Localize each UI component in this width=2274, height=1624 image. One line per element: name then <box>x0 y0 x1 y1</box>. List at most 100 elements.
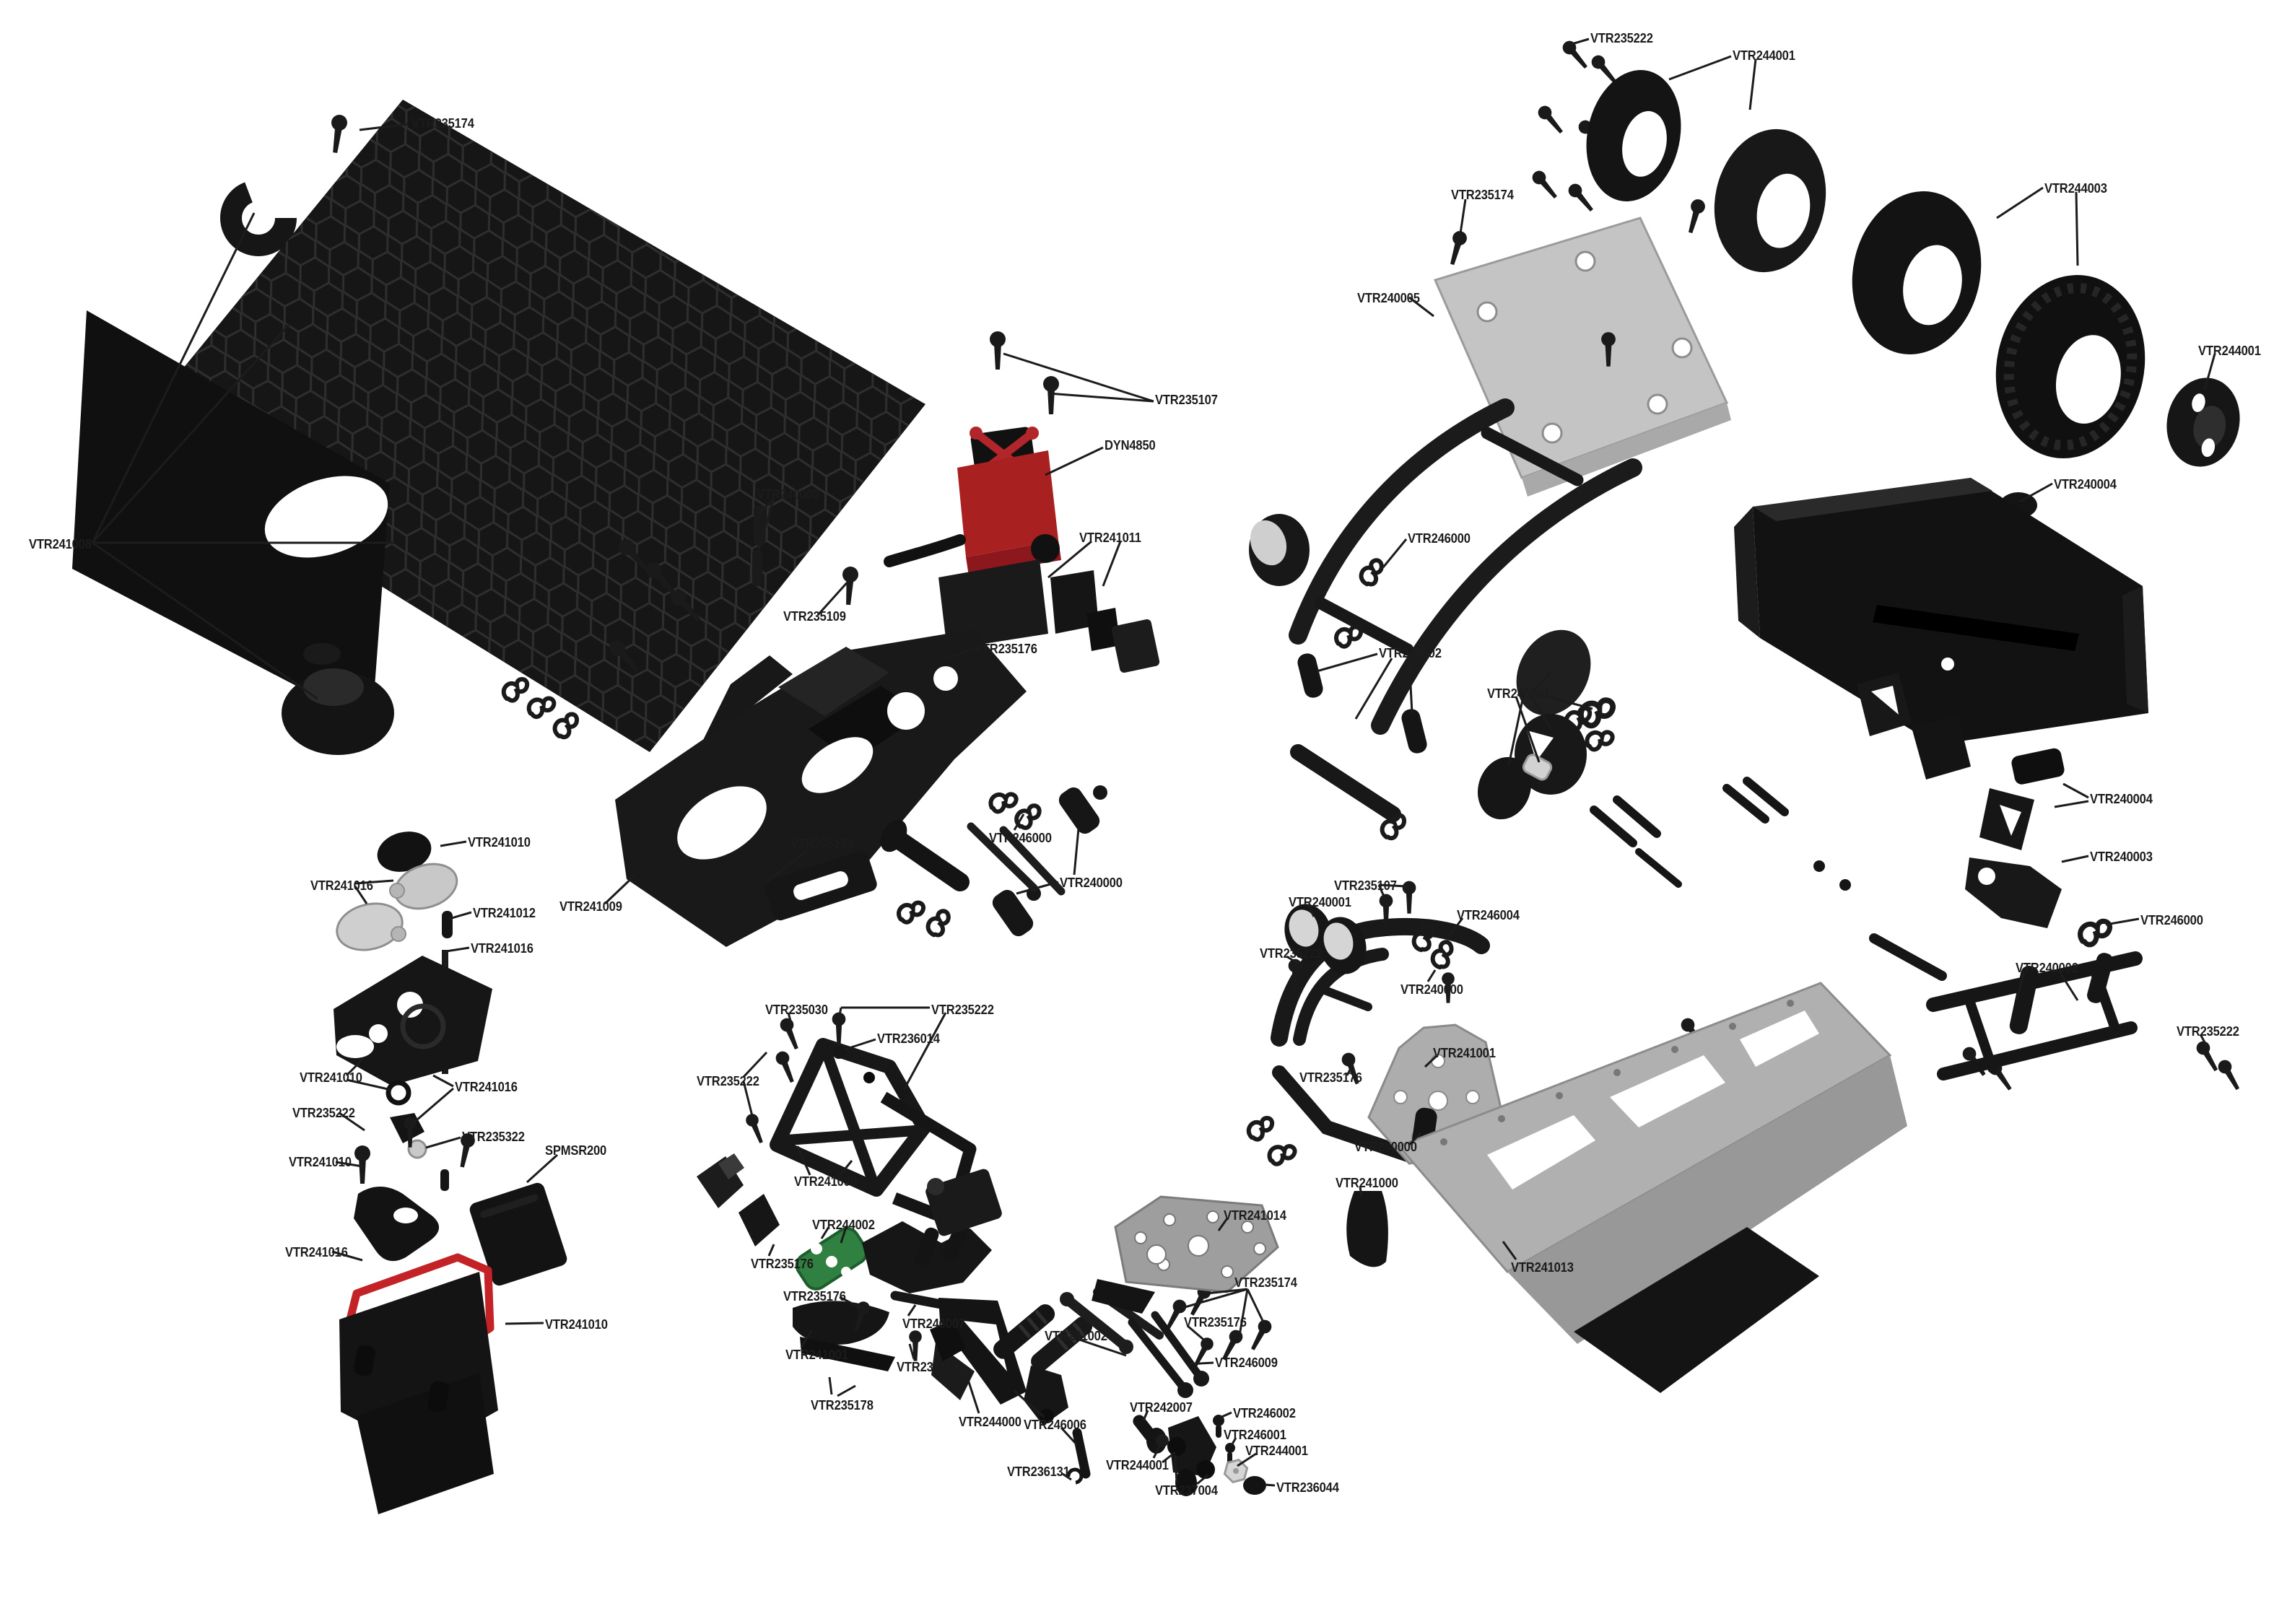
part-label-vtr235222: VTR235222 <box>697 1074 759 1088</box>
leader-line <box>962 1363 980 1414</box>
part-label-vtr241016: VTR241016 <box>455 1080 518 1094</box>
leader-line <box>339 1112 365 1132</box>
part-label-vtr240002: VTR240002 <box>1379 646 1442 660</box>
part-label-vtr246006: VTR246006 <box>1024 1418 1086 1432</box>
part-label-vtr236131: VTR236131 <box>1007 1464 1070 1479</box>
wheels-tires-group <box>1529 38 2240 518</box>
leader-line <box>828 1376 833 1395</box>
part-label-vtr246009: VTR246009 <box>1215 1355 1278 1370</box>
part-label-vtr241010: VTR241010 <box>468 835 531 850</box>
part-label-vtr235113: VTR235113 <box>897 1360 959 1374</box>
part-label-spmsr200: SPMSR200 <box>545 1143 607 1158</box>
part-label-vtr235107: VTR235107 <box>1334 878 1397 893</box>
part-label-vtr244003: VTR244003 <box>2044 181 2107 196</box>
antenna-paddles <box>336 863 458 951</box>
leader-line <box>837 1160 853 1177</box>
part-label-vtr235222: VTR235222 <box>2177 1024 2239 1039</box>
leader-line <box>425 1136 461 1149</box>
part-label-vtr244001: VTR244001 <box>1245 1444 1308 1458</box>
leader-line <box>1382 538 1408 568</box>
part-label-vtr241013: VTR241013 <box>1511 1260 1574 1275</box>
part-label-vtr240001: VTR240001 <box>1289 895 1351 909</box>
roll-cage-assembly <box>1249 398 1642 839</box>
leader-line <box>1458 198 1467 239</box>
light-bucket-cluster <box>1477 629 1613 820</box>
leader-line <box>1237 1288 1249 1340</box>
leader-line <box>1016 881 1059 895</box>
part-label-vtr241016: VTR241016 <box>285 1245 348 1260</box>
leader-line <box>1408 296 1434 318</box>
rear-wing-assembly <box>1678 478 2244 1093</box>
part-label-vtr246000: VTR246000 <box>1408 531 1471 546</box>
leader-line <box>2075 191 2079 266</box>
part-label-vtr235222: VTR235222 <box>1590 31 1653 45</box>
leader-line <box>837 1384 856 1397</box>
leader-line <box>1079 1338 1127 1357</box>
part-label-vtr240000: VTR240000 <box>1060 876 1123 890</box>
part-label-vtr235222: VTR235222 <box>292 1106 355 1120</box>
leader-line <box>1377 884 1386 899</box>
leader-line <box>1229 1437 1237 1447</box>
leader-line <box>1996 186 2044 219</box>
leader-line <box>1532 671 1552 692</box>
leader-line <box>91 323 290 544</box>
part-label-vtr235176: VTR235176 <box>1184 1315 1247 1330</box>
leader-line <box>1569 38 1590 46</box>
part-label-vtr246004: VTR246004 <box>1457 908 1520 922</box>
part-label-vtr235107: VTR235107 <box>1155 393 1218 407</box>
part-label-vtr241010: VTR241010 <box>300 1070 362 1085</box>
leader-line <box>796 1145 811 1176</box>
leader-line <box>1187 1361 1214 1366</box>
leader-line <box>359 123 409 131</box>
leader-line <box>757 497 775 554</box>
leader-line <box>604 873 637 905</box>
part-label-vtr244002: VTR244002 <box>812 1218 875 1232</box>
leader-line <box>335 1161 363 1168</box>
leader-line <box>1316 652 1378 673</box>
part-label-vtr240000: VTR240000 <box>757 487 819 502</box>
part-label-vtr240004: VTR240004 <box>2054 477 2117 492</box>
leader-line <box>767 1244 775 1257</box>
leader-line <box>787 1012 793 1024</box>
leader-line <box>445 946 470 953</box>
leader-line <box>1060 1426 1079 1446</box>
leader-line <box>945 648 974 660</box>
leader-line <box>1073 828 1080 876</box>
part-label-vtr235176: VTR235176 <box>975 642 1037 656</box>
leader-line <box>2016 970 2026 1001</box>
leader-line <box>837 1007 842 1020</box>
leader-line <box>839 1296 861 1309</box>
esc-assembly <box>884 331 1160 673</box>
leader-line <box>2203 353 2216 390</box>
part-label-vtr236014: VTR236014 <box>877 1031 940 1046</box>
part-label-vtr235174: VTR235174 <box>1234 1275 1297 1290</box>
part-label-vtr235030: VTR235030 <box>765 1003 828 1017</box>
leader-line <box>1013 813 1025 831</box>
skid-plate-group <box>1092 1195 1279 1314</box>
leader-line <box>1217 1218 1229 1231</box>
part-label-vtr240004: VTR240004 <box>2090 792 2153 806</box>
radio-box-assembly <box>334 831 567 1514</box>
chassis-deck-group <box>72 100 925 755</box>
leader-line <box>411 1087 454 1126</box>
leader-line <box>346 1078 392 1091</box>
leader-line <box>1246 1288 1268 1329</box>
front-suspension-assembly <box>793 1283 1274 1496</box>
leader-line <box>92 541 318 700</box>
leader-line <box>800 1330 813 1348</box>
leader-line <box>432 1074 454 1088</box>
side-guard-assembly <box>1346 982 1907 1393</box>
part-label-dyn4850: DYN4850 <box>1105 438 1156 453</box>
part-label-vtr240001: VTR240001 <box>1487 686 1550 701</box>
leader-line <box>844 1038 876 1051</box>
leader-line <box>1378 883 1407 888</box>
leader-line <box>331 1250 363 1262</box>
part-label-vtr235322: VTR235322 <box>462 1130 525 1144</box>
leader-line <box>902 1012 947 1091</box>
leader-line <box>1102 541 1122 587</box>
leader-line <box>1286 955 1300 966</box>
